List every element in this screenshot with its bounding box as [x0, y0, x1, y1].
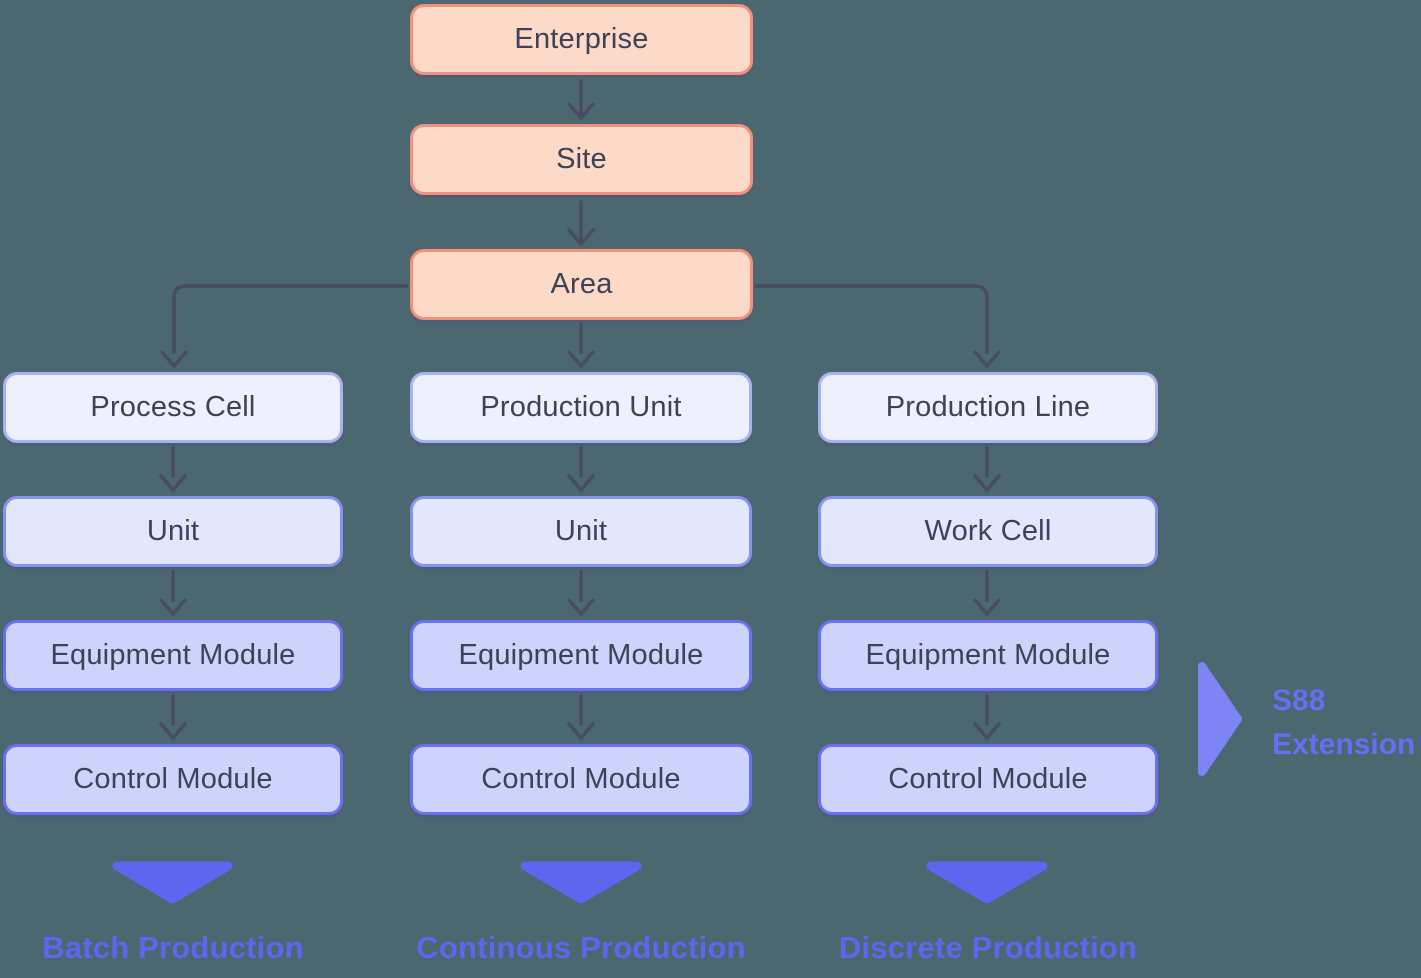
node-enterprise: Enterprise — [410, 4, 753, 75]
connector-area-right — [754, 284, 989, 354]
node-control-module-continuous: Control Module — [410, 744, 752, 815]
s88-extension-label-line2: Extension — [1272, 728, 1416, 761]
node-equipment-module-continuous: Equipment Module — [410, 620, 752, 691]
arrow-col1-row2-head — [159, 598, 187, 616]
arrow-col3-row1-head — [973, 474, 1001, 492]
connector-area-middle-head — [567, 350, 595, 368]
connector-area-left-head — [160, 350, 188, 368]
node-work-cell: Work Cell — [818, 496, 1158, 567]
node-unit-continuous: Unit — [410, 496, 752, 567]
connector-area-left — [172, 284, 409, 354]
node-process-cell: Process Cell — [3, 372, 343, 443]
caption-continuous-production: Continous Production — [416, 930, 746, 965]
node-equipment-module-discrete: Equipment Module — [818, 620, 1158, 691]
arrow-col3-row3-head — [973, 722, 1001, 740]
down-triangle-continuous — [520, 861, 642, 904]
arrow-col2-row1-head — [567, 474, 595, 492]
node-area: Area — [410, 249, 753, 320]
arrow-col3-row2-head — [973, 598, 1001, 616]
arrow-col2-row2-head — [567, 598, 595, 616]
node-production-unit: Production Unit — [410, 372, 752, 443]
node-control-module-batch: Control Module — [3, 744, 343, 815]
caption-batch-production: Batch Production — [42, 930, 304, 965]
connector-area-right-head — [973, 350, 1001, 368]
node-equipment-module-batch: Equipment Module — [3, 620, 343, 691]
arrow-col1-row3-head — [159, 722, 187, 740]
node-control-module-discrete: Control Module — [818, 744, 1158, 815]
down-triangle-discrete — [926, 861, 1048, 904]
down-triangle-batch — [112, 861, 233, 904]
arrow-col2-row3-head — [567, 722, 595, 740]
s88-extension-label-line1: S88 — [1272, 684, 1326, 717]
arrow-site-area-head — [567, 228, 595, 246]
right-triangle-s88 — [1198, 662, 1242, 776]
arrow-col1-row1-head — [159, 474, 187, 492]
arrow-enterprise-site-head — [567, 102, 595, 120]
node-site: Site — [410, 124, 753, 195]
caption-discrete-production: Discrete Production — [838, 930, 1138, 965]
node-unit-batch: Unit — [3, 496, 343, 567]
node-production-line: Production Line — [818, 372, 1158, 443]
